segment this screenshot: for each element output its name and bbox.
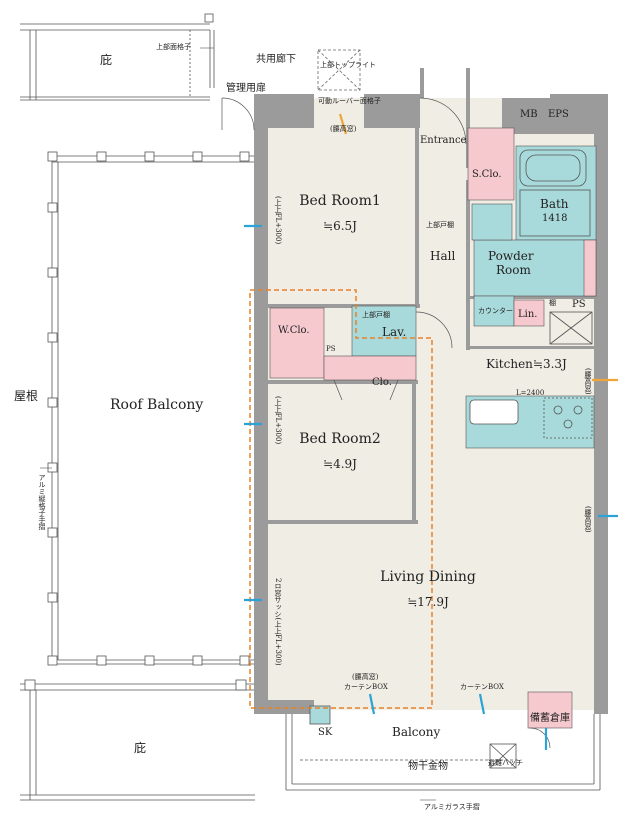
powder-room-label-2: Room [496,263,531,277]
shoe-closet-label: S.Clo. [472,169,502,180]
closets [269,127,597,729]
aluminum-glass-handrail-label: アルミガラス手摺 [424,803,480,811]
bedroom2-sash-note: (上上FL+300) [274,396,282,445]
dashed-zone [249,289,433,709]
upper-cabinet-label: 上部戸棚 [426,221,454,229]
vent-arrows [244,113,618,750]
top-light [317,49,361,91]
powder-room-label-1: Powder [488,249,534,263]
outer-walls [254,68,608,714]
interior-walls [268,128,596,524]
upper-face-lattice-label: 上部面格子 [156,43,191,51]
bedroom2-size: ≒4.9J [323,457,357,471]
common-corridor-label: 共用廊下 [256,54,296,65]
shelf-label: 棚 [549,299,556,307]
escape-hatch-symbol [489,743,517,769]
bath-label: Bath [540,197,569,211]
bedroom2-label: Bed Room2 [299,431,381,447]
living-dining-size: ≒17.9J [407,595,449,609]
eaves-bottom-label: 庇 [134,741,147,755]
bedroom1-label: Bed Room1 [299,193,381,209]
eaves-top-label: 庇 [100,53,113,67]
living-sash-note: 2ロ窓サッシ(上上FL+300) [274,578,282,666]
top-light-label: 上部トップライト [320,61,376,69]
sk-label: SK [318,727,333,738]
drying-hardware-label: 物干金物 [408,761,448,772]
balcony-frame [285,705,601,791]
movable-louver-label: 可動ルーバー面格子 [318,97,381,105]
eps-label: EPS [548,109,569,120]
bedroom1-sash-note: (上上FL+300) [274,196,282,245]
management-door-label: 管理用扉 [226,83,266,94]
ps-label: PS [572,299,586,310]
bath-size-label: 1418 [542,213,568,224]
aluminum-lattice-label: アルミ縦格子手摺 [38,474,46,530]
bathtub [519,149,591,237]
kitchen-label: Kitchen≒3.3J [486,357,567,371]
wet-areas [351,145,597,449]
kitchen-counter [469,311,593,439]
linen-label: Lin. [518,309,538,320]
counter-label: カウンター [478,307,513,315]
mb-label: MB [520,109,538,120]
roof-label: 屋根 [14,389,39,403]
ps-small-label: PS [326,345,336,353]
roof-balcony-label: Roof Balcony [110,397,204,413]
closet-label: Clo. [372,377,392,388]
escape-hatch-label: 避難ハッチ [488,759,523,767]
kitchen-length-label: L=2400 [516,389,545,397]
waist-window-right-label: (腰高窓) [584,368,592,395]
eaves-top [20,13,215,101]
leader-lines [40,47,436,801]
waist-window-bottom-label: (腰高窓) [352,673,379,681]
entrance-label: Entrance [420,135,467,146]
roof-balcony-frame [47,151,255,666]
waist-window-right2-label: (腰高窓) [584,506,592,533]
balcony-label: Balcony [392,725,441,739]
bedroom1-size: ≒6.5J [323,219,357,233]
door-swings [221,97,551,749]
walk-in-closet-label: W.Clo. [278,325,310,336]
upper-cabinet-lav-label: 上部戸棚 [362,311,390,319]
hall-label: Hall [430,249,456,263]
eaves-bottom [20,679,255,801]
living-dining-label: Living Dining [380,569,476,585]
curtain-box-1-label: カーテンBOX [344,683,388,691]
waist-window-top-label: (腰高窓) [330,125,357,133]
storage-label: 備蓄倉庫 [530,713,570,724]
curtain-box-2-label: カーテンBOX [460,683,504,691]
lavatory-label: Lav. [382,325,407,339]
